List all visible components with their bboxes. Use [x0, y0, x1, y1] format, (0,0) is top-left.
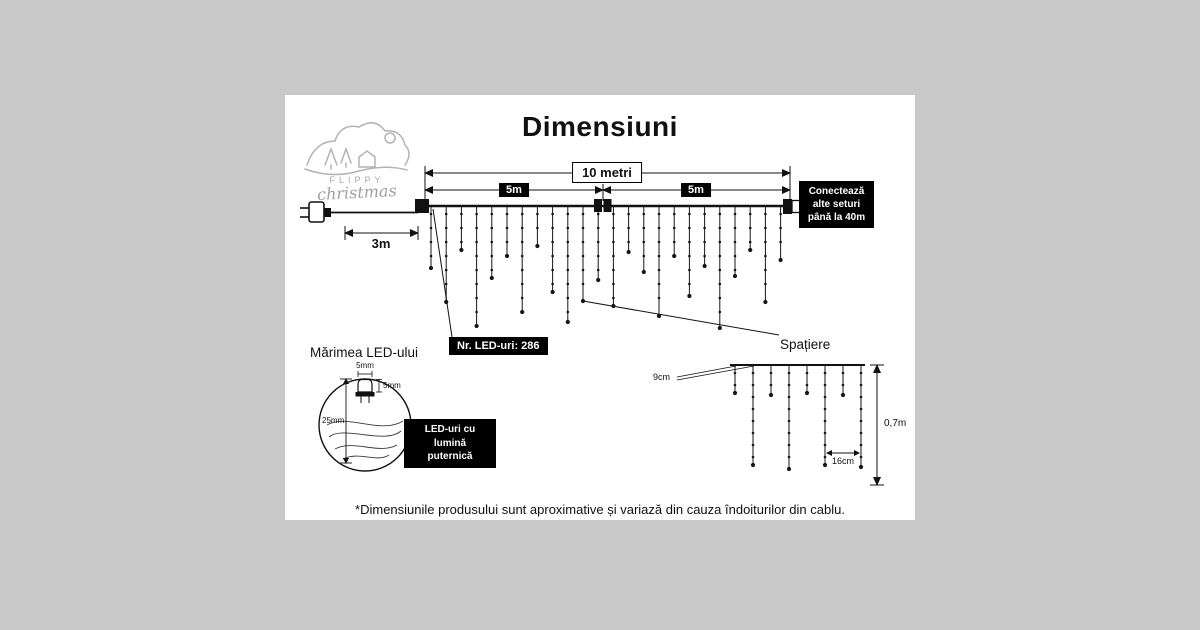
page-title: Dimensiuni: [522, 111, 678, 142]
diagram-canvas: [300, 166, 884, 486]
measurement-3m: [344, 226, 419, 240]
footnote: *Dimensiunile produsului sunt aproximati…: [355, 502, 845, 517]
measurement-5m: [424, 184, 791, 201]
connect-note-label: Conectează alte seturi până la 40m: [799, 181, 874, 228]
brand-name-top: FLIPPY: [329, 175, 384, 185]
segment-left-label: 5m: [499, 183, 529, 197]
icicle-drops: [428, 206, 783, 331]
bulb-length-label: 25mm: [322, 416, 345, 425]
spacing-diagram: [676, 364, 884, 486]
drop-gap-leader-2: [676, 365, 755, 381]
winter-sketch: [304, 122, 410, 176]
product-dimensions-panel: FLIPPY christmas Dimensiuni 10 metri 5m …: [285, 95, 915, 520]
drop-gap-leader-1: [676, 365, 737, 378]
led-size-title: Mărimea LED-ului: [310, 345, 419, 360]
brand-logo: FLIPPY christmas: [304, 122, 410, 203]
spacing-title: Spațiere: [780, 337, 831, 352]
bulb-height-label: 5mm: [383, 381, 401, 390]
led-base: [355, 392, 375, 397]
bulb-height-measure: [376, 379, 382, 393]
power-plug: [300, 201, 418, 223]
led-count-label: Nr. LED-uri: 286: [449, 337, 548, 355]
led-count-leader: [432, 208, 453, 338]
drop-height-label: 0,7m: [884, 418, 907, 429]
cable-connectors: [415, 199, 803, 214]
lead-length-label: 3m: [371, 236, 391, 251]
led-gap-label: 16cm: [831, 456, 855, 466]
total-length-label: 10 metri: [572, 162, 642, 183]
brand-name-bottom: christmas: [317, 181, 397, 203]
segment-right-label: 5m: [681, 183, 711, 197]
drop-height-measure: [870, 364, 884, 486]
spacing-leader: [582, 300, 780, 336]
bulb-width-measure: [357, 371, 373, 377]
led-callout-label: LED-uri cu lumină puternică: [404, 419, 496, 468]
bulb-length-measure: [340, 378, 352, 464]
led-bulb: [357, 378, 373, 393]
bulb-width-label: 5mm: [356, 361, 374, 370]
drop-gap-label: 9cm: [653, 372, 671, 382]
